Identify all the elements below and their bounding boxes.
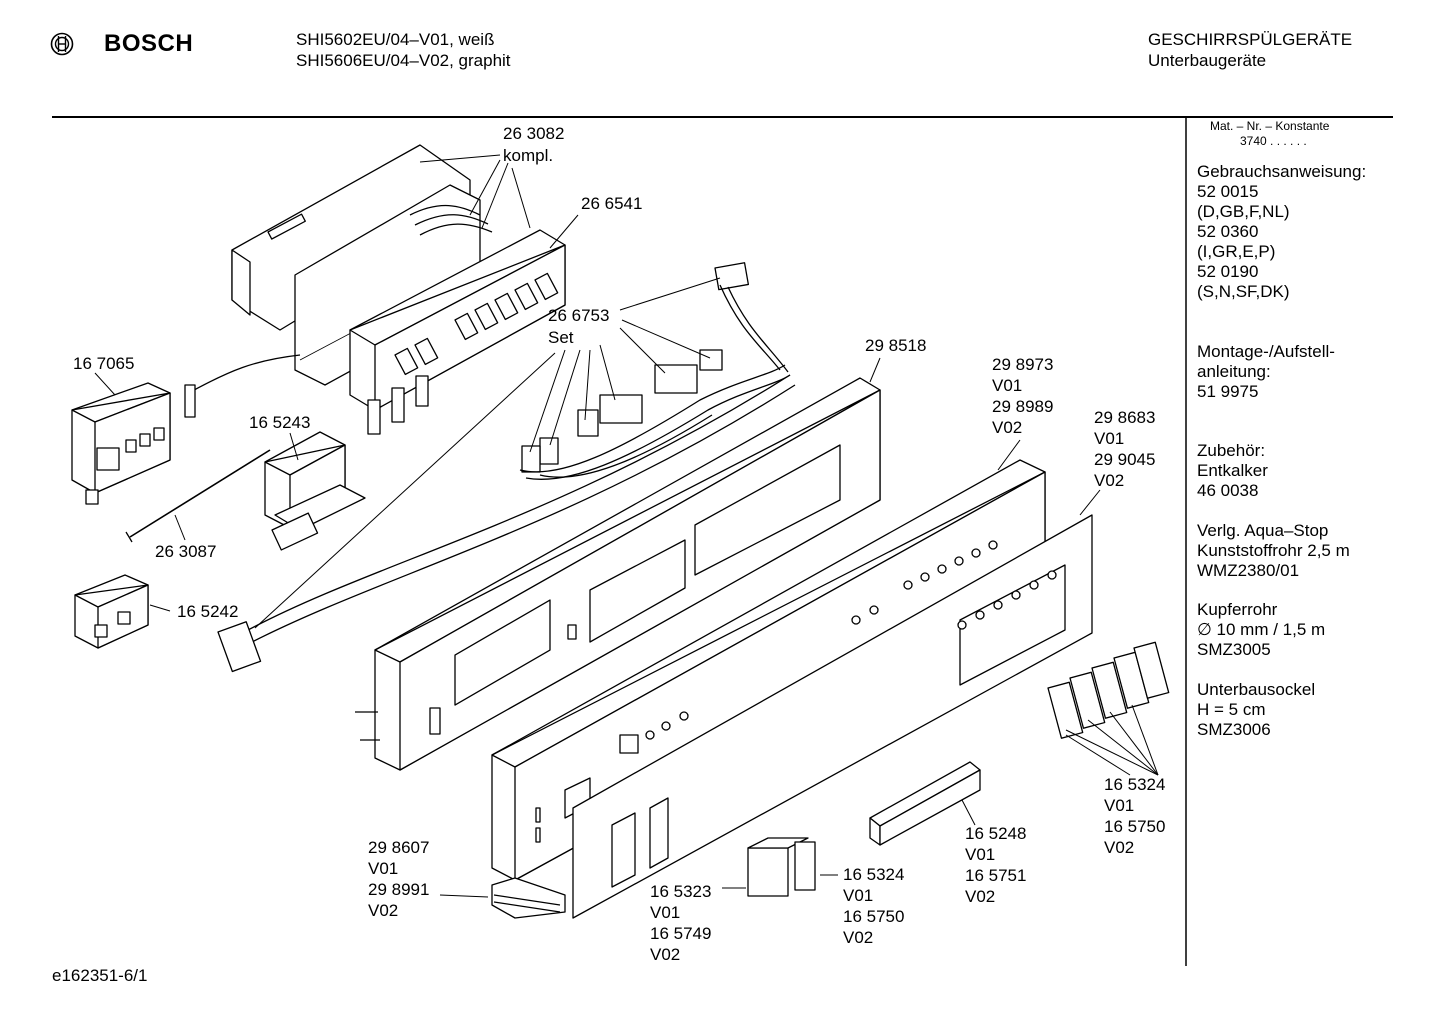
gebrauch-item: (D,GB,F,NL) [1197,202,1290,221]
zubehoer-label: Zubehör: [1197,441,1266,460]
part-label: V02 [1094,471,1124,490]
terminal-block [74,574,149,649]
drawing-id: e162351-6/1 [52,966,148,985]
montage-value: 51 9975 [1197,382,1259,401]
display-connector [184,384,196,418]
part-label: kompl. [503,146,553,165]
part-label: V01 [843,886,873,905]
category-subtitle: Unterbaugeräte [1148,51,1267,70]
part-label: 16 5324 [1104,775,1165,794]
part-label: 16 5323 [650,882,711,901]
display-cable [184,354,301,396]
part-label: 16 7065 [73,354,134,373]
part-label: 29 8989 [992,397,1053,416]
key-strip [869,761,981,846]
part-label: 16 5324 [843,865,904,884]
part-label: 16 5750 [1104,817,1165,836]
part-label: 16 5750 [843,907,904,926]
gebrauch-label: Gebrauchsanweisung: [1197,162,1367,181]
part-label: Set [548,328,574,347]
gebrauch-item: (I,GR,E,P) [1197,242,1276,261]
part-label: 26 3082 [503,124,564,143]
part-label: V02 [1104,838,1134,857]
part-label: 29 9045 [1094,450,1155,469]
zubehoer-item: 46 0038 [1197,481,1259,500]
gebrauch-item: 52 0190 [1197,262,1259,281]
part-label: V01 [992,376,1022,395]
leader-lines [94,154,1159,898]
part-label: 16 5749 [650,924,711,943]
panel-inlay [491,877,566,919]
part-label: V01 [1094,429,1124,448]
gebrauch-item: 52 0360 [1197,222,1259,241]
mat-label: Mat. – Nr. – Konstante [1210,119,1330,133]
main-switch [264,431,366,551]
part-label: 29 8607 [368,838,429,857]
gebrauch-item: (S,N,SF,DK) [1197,282,1290,301]
part-label: 29 8518 [865,336,926,355]
part-label: V01 [650,903,680,922]
aqua-stop-note: Verlg. Aqua–Stop Kunststoffrohr 2,5 m WM… [1197,521,1350,580]
display-module [71,382,171,505]
kupferrohr-note: Kupferrohr ∅ 10 mm / 1,5 m SMZ3005 [1197,600,1326,659]
part-label: 29 8973 [992,355,1053,374]
model-line-1: SHI5602EU/04–V01, weiß [296,30,495,49]
part-label: 29 8683 [1094,408,1155,427]
montage-label: Montage-/Aufstell- anleitung: [1197,342,1335,381]
inner-frame [355,377,881,771]
control-module-housing [231,144,566,435]
part-label: 26 3087 [155,542,216,561]
model-line-2: SHI5606EU/04–V02, graphit [296,51,511,70]
part-label: V02 [650,945,680,964]
part-label: V02 [843,928,873,947]
part-label: V01 [965,845,995,864]
part-label: V01 [1104,796,1134,815]
facia-panel [572,514,1093,919]
gebrauch-item: 52 0015 [1197,182,1259,201]
bosch-logo-icon [50,32,74,56]
small-keys [747,837,816,897]
part-label: V02 [992,418,1022,437]
mat-value: 3740 . . . . . . [1240,134,1307,148]
part-label: 26 6541 [581,194,642,213]
switch-rod [129,449,271,538]
part-labels: 26 3082 kompl. 26 6541 26 6753 Set 16 70… [73,124,1165,964]
category-title: GESCHIRRSPÜLGERÄTE [1148,30,1353,49]
sockel-note: Unterbausockel H = 5 cm SMZ3006 [1197,680,1316,739]
part-label: 16 5242 [177,602,238,621]
part-label: V01 [368,859,398,878]
part-label: 16 5248 [965,824,1026,843]
part-label: V02 [965,887,995,906]
part-label: 26 6753 [548,306,609,325]
part-label: V02 [368,901,398,920]
brand-name: BOSCH [104,30,194,57]
part-label: 16 5751 [965,866,1026,885]
key-caps-right [1047,641,1170,739]
part-label: 16 5243 [249,413,310,432]
cable-set [217,262,796,673]
zubehoer-item: Entkalker [1197,461,1268,480]
part-label: 29 8991 [368,880,429,899]
